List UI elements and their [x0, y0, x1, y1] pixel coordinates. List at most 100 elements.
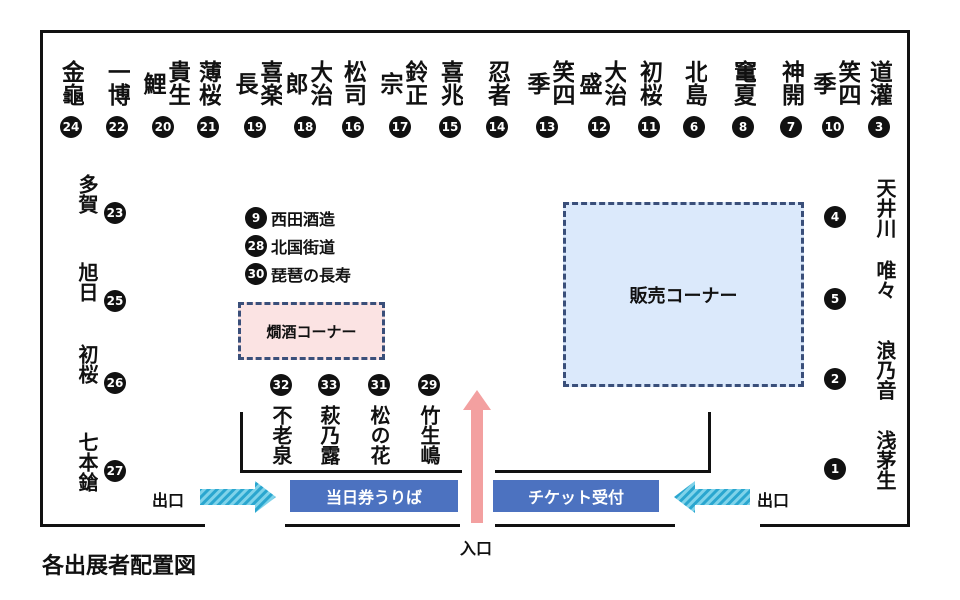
entrance-label: 入口 [460, 539, 493, 558]
legend-number: 30 [245, 263, 267, 285]
booth-number: 16 [342, 116, 364, 138]
ticket-reception-label: チケット受付 [527, 488, 624, 507]
booth: 忍者 14 [474, 50, 520, 138]
booth-number: 29 [418, 374, 440, 396]
counter-right-base [495, 470, 711, 473]
booth-brand-name: 薄桜 [195, 60, 221, 106]
booth-brand-name: 忍者 [484, 60, 510, 106]
booth-number: 15 [439, 116, 461, 138]
hall-wall-bottom-middle-right [495, 524, 675, 527]
booth: 薄桜 21 [185, 50, 231, 138]
booth-brand-name: 萩乃露 [318, 405, 340, 465]
booth-brand-name: 笑四季 [810, 60, 860, 106]
booth-number: 10 [822, 116, 844, 138]
legend-item: 30 琵琶の長寿 [245, 262, 351, 286]
booth-number: 26 [104, 372, 126, 394]
legend-name: 琵琶の長寿 [271, 266, 352, 285]
booth: 喜兆 15 [427, 50, 473, 138]
same-day-ticket-label: 当日券うりば [325, 488, 422, 507]
booth-number: 1 [824, 458, 846, 480]
page-title: 各出展者配置図 [42, 554, 197, 579]
sales-corner-label: 販売コーナー [629, 285, 738, 307]
booth-number: 24 [60, 116, 82, 138]
ticket-reception-sign: チケット受付 [493, 480, 659, 512]
booth-number: 32 [270, 374, 292, 396]
booth: 旭日 25 [58, 262, 178, 342]
legend-item: 9 西田酒造 [245, 206, 335, 230]
booth-brand-name: 大治郎 [282, 60, 332, 106]
counter-left-side [240, 412, 243, 472]
hall-wall-bottom-left [40, 524, 205, 527]
sales-corner: 販売コーナー [563, 202, 804, 387]
legend-name: 北国街道 [271, 238, 336, 257]
booth-brand-name: 旭日 [75, 262, 98, 302]
booth-number: 2 [824, 368, 846, 390]
booth-brand-name: 松の花 [368, 405, 390, 465]
booth: 金龜 24 [48, 50, 94, 138]
booth-brand-name: 神開 [778, 60, 804, 106]
same-day-ticket-sign: 当日券うりば [290, 480, 458, 512]
booth-brand-name: 不老泉 [270, 405, 292, 465]
booth-brand-name: 金龜 [58, 60, 84, 106]
booth-number: 8 [732, 116, 754, 138]
booth: 神開 7 [768, 50, 814, 138]
booth-brand-name: 竹生嶋 [418, 405, 440, 465]
booth: 浪乃音 2 [824, 340, 944, 420]
booth: 多賀 23 [58, 174, 178, 254]
booth-number: 3 [868, 116, 890, 138]
legend-name: 西田酒造 [271, 210, 336, 229]
booth: 29 竹生嶋 [406, 374, 452, 466]
booth-brand-name: 初桜 [636, 60, 662, 106]
booth-number: 23 [104, 202, 126, 224]
kanzake-corner: 燗酒コーナー [238, 302, 385, 360]
booth-number: 21 [197, 116, 219, 138]
booth: 道灌 3 [856, 50, 902, 138]
booth-number: 27 [104, 460, 126, 482]
hall-wall-bottom-right [760, 524, 910, 527]
exit-left-arrow [200, 481, 276, 513]
booth: 一博 22 [94, 50, 140, 138]
booth-number: 13 [536, 116, 558, 138]
booth-brand-name: 喜兆 [437, 60, 463, 106]
booth-brand-name: 喜楽長 [232, 60, 282, 106]
booth: 天井川 4 [824, 178, 944, 258]
booth-brand-name: 浅茅生 [873, 430, 896, 490]
booth: 笑四季 10 [810, 50, 860, 138]
booth-number: 20 [152, 116, 174, 138]
booth: 七本鎗 27 [58, 432, 178, 512]
booth: 初桜 11 [626, 50, 672, 138]
booth-number: 12 [588, 116, 610, 138]
booth-brand-name: 多賀 [75, 174, 98, 214]
booth-brand-name: 天井川 [873, 178, 896, 238]
hall-wall-top [40, 30, 910, 33]
booth-number: 4 [824, 206, 846, 228]
booth-brand-name: 北島 [681, 60, 707, 106]
legend-number: 28 [245, 235, 267, 257]
hall-wall-bottom-middle [285, 524, 460, 527]
booth-number: 14 [486, 116, 508, 138]
booth-brand-name: 松司 [340, 60, 366, 106]
booth-number: 19 [244, 116, 266, 138]
booth-brand-name: 初桜 [75, 344, 98, 384]
booth-brand-name: 竃夏 [730, 60, 756, 106]
booth-number: 25 [104, 290, 126, 312]
booth-number: 31 [368, 374, 390, 396]
booth-brand-name: 道灌 [866, 60, 892, 106]
booth-number: 22 [106, 116, 128, 138]
booth-number: 11 [638, 116, 660, 138]
exit-right-label: 出口 [757, 491, 790, 510]
counter-right-side [708, 412, 711, 473]
booth-brand-name: 浪乃音 [873, 340, 896, 400]
booth-brand-name: 唯々 [873, 260, 896, 300]
booth: 喜楽長 19 [232, 50, 282, 138]
booth-number: 7 [780, 116, 802, 138]
booth-brand-name: 七本鎗 [75, 432, 98, 492]
booth-brand-name: 一博 [104, 60, 130, 106]
booth: 竃夏 8 [720, 50, 766, 138]
booth: 浅茅生 1 [824, 430, 944, 510]
